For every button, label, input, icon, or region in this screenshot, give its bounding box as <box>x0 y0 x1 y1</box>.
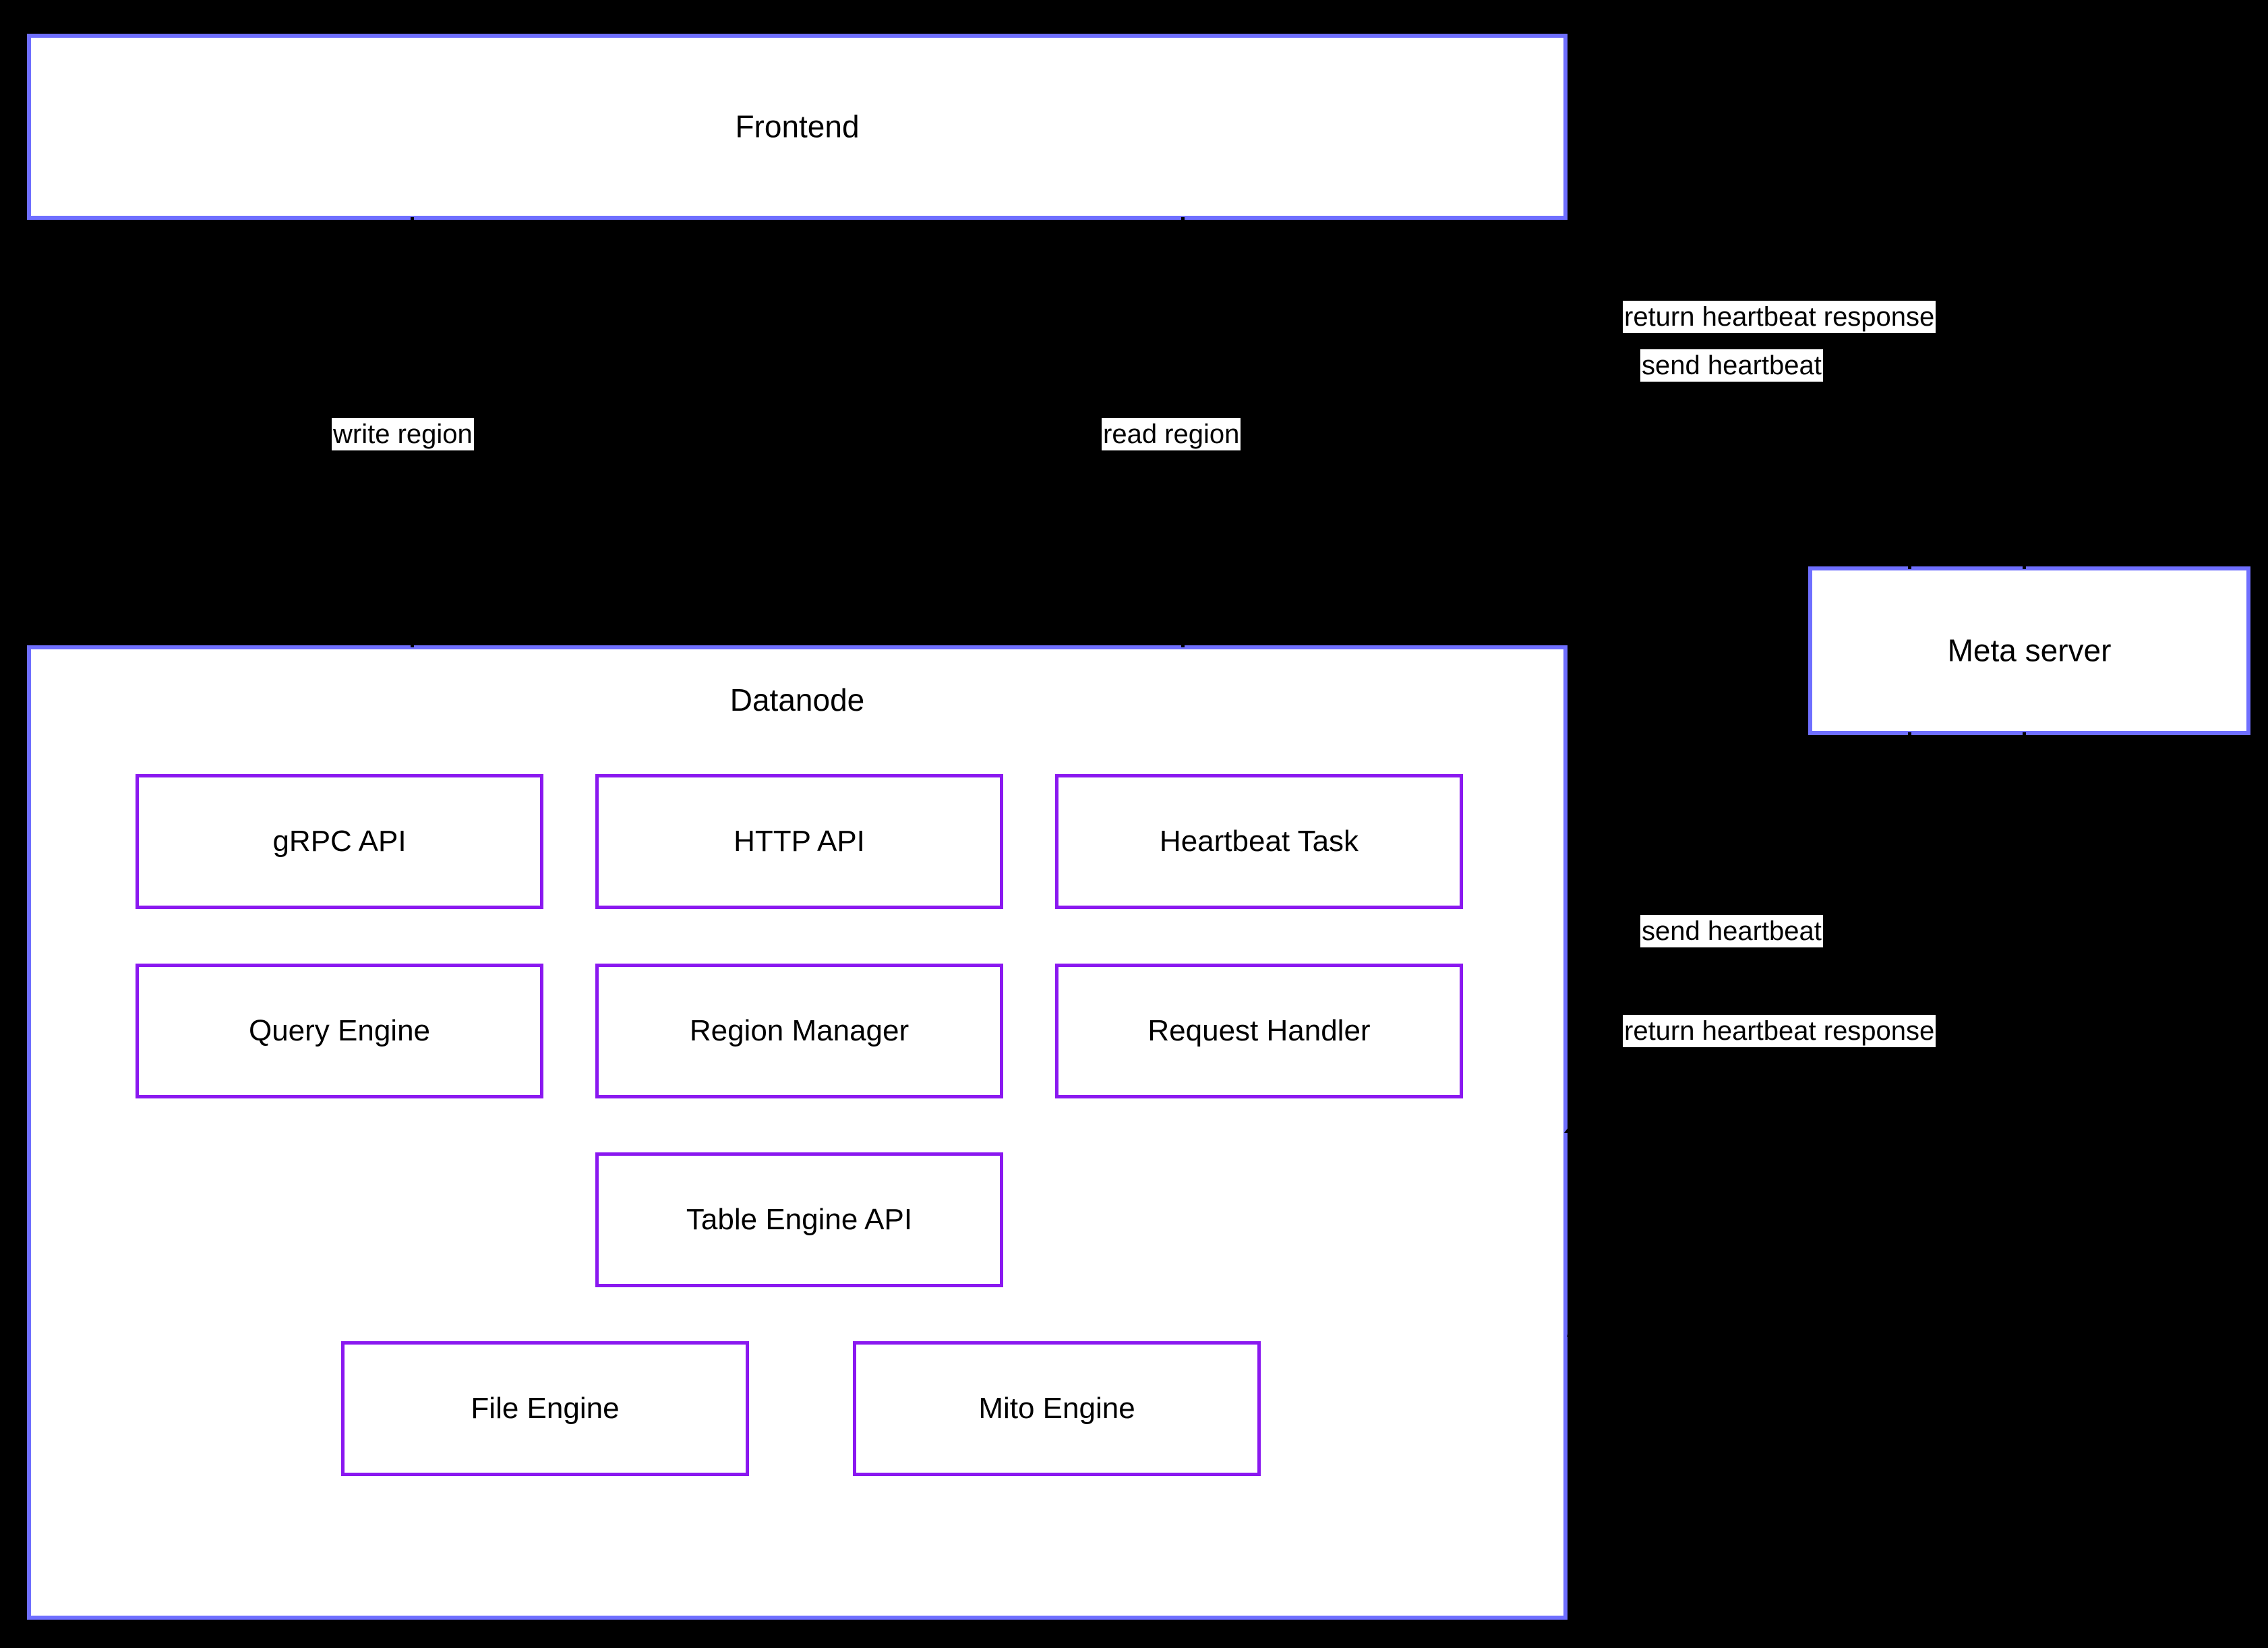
component-region-manager[interactable]: Region Manager <box>595 964 1003 1098</box>
meta-server-top-right-connector-stub <box>2023 561 2026 569</box>
component-file-engine[interactable]: File Engine <box>341 1341 749 1476</box>
edge-label-write-region: write region <box>332 418 474 450</box>
component-table-engine-api[interactable]: Table Engine API <box>595 1152 1003 1287</box>
frontend-label: Frontend <box>735 109 860 144</box>
datanode-label: Datanode <box>729 682 865 717</box>
component-query-engine[interactable]: Query Engine <box>136 964 543 1098</box>
component-region-manager-label: Region Manager <box>689 1013 909 1047</box>
edge-label-return-heartbeat-response-top: return heartbeat response <box>1623 301 1936 333</box>
edge-label-return-heartbeat-response-bottom: return heartbeat response <box>1623 1015 1936 1047</box>
component-file-engine-label: File Engine <box>471 1391 620 1425</box>
meta-server-bottom-left-connector-stub <box>1908 732 1911 742</box>
frontend-read-connector-stub <box>1181 217 1185 227</box>
component-table-engine-api-label: Table Engine API <box>686 1202 913 1236</box>
component-grpc-api-label: gRPC API <box>272 824 407 858</box>
component-heartbeat-task[interactable]: Heartbeat Task <box>1055 774 1463 909</box>
frontend-write-connector-stub <box>411 217 414 227</box>
datanode-write-connector-stub <box>411 638 414 647</box>
edge-label-read-region: read region <box>1102 418 1241 450</box>
component-http-api-label: HTTP API <box>734 824 865 858</box>
component-request-handler[interactable]: Request Handler <box>1055 964 1463 1098</box>
meta-server-top-left-connector-stub <box>1908 561 1911 569</box>
edge-label-send-heartbeat-bottom: send heartbeat <box>1640 915 1823 947</box>
component-request-handler-label: Request Handler <box>1147 1013 1371 1047</box>
component-mito-engine-label: Mito Engine <box>978 1391 1135 1425</box>
meta-server-label: Meta server <box>1947 632 2112 668</box>
meta-server-node[interactable]: Meta server <box>1808 566 2250 735</box>
component-heartbeat-task-label: Heartbeat Task <box>1159 824 1359 858</box>
component-grpc-api[interactable]: gRPC API <box>136 774 543 909</box>
component-mito-engine[interactable]: Mito Engine <box>853 1341 1261 1476</box>
component-http-api[interactable]: HTTP API <box>595 774 1003 909</box>
datanode-read-connector-stub <box>1181 638 1185 647</box>
component-query-engine-label: Query Engine <box>248 1013 431 1047</box>
datanode-node[interactable]: Datanode gRPC API HTTP API Heartbeat Tas… <box>27 645 1568 1620</box>
edge-label-send-heartbeat-top: send heartbeat <box>1640 349 1823 382</box>
frontend-node[interactable]: Frontend <box>27 34 1568 220</box>
meta-server-bottom-right-connector-stub <box>2023 732 2026 742</box>
